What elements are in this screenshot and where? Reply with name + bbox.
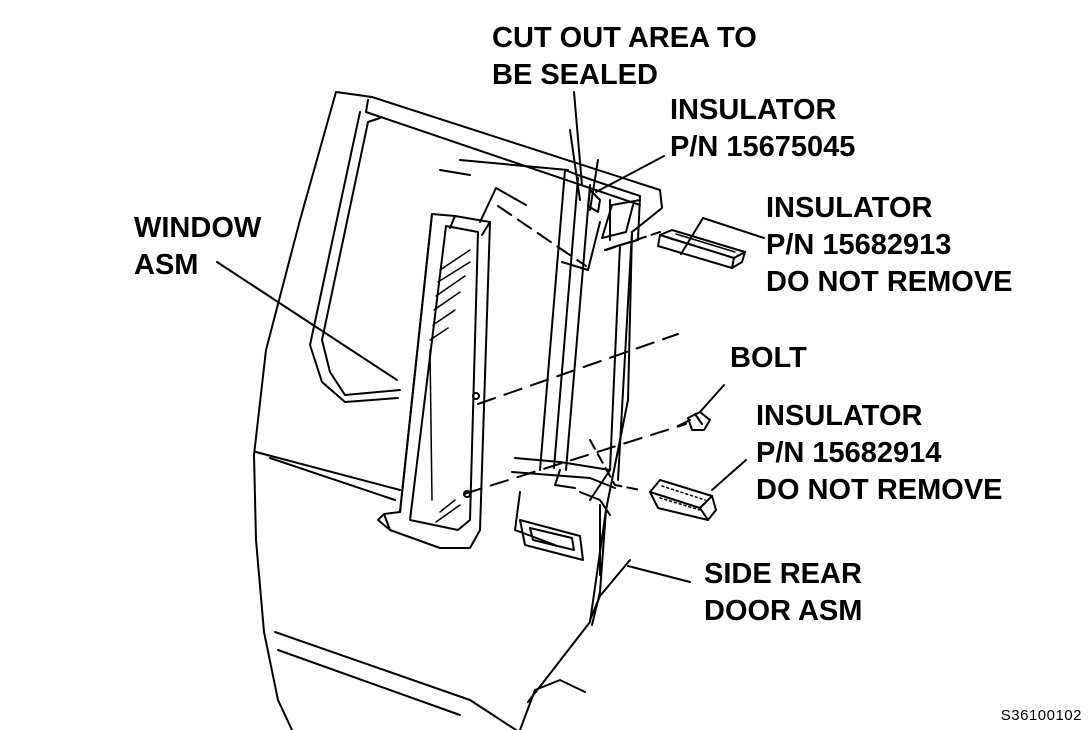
label-bolt-line1: BOLT <box>730 342 807 374</box>
door-panel <box>253 91 663 730</box>
label-insulator-upper-right: INSULATOR P/N 15682913 DO NOT REMOVE <box>766 190 1013 301</box>
insulator-upper-part <box>657 229 746 269</box>
label-insulator-top-line1: INSULATOR <box>670 94 837 126</box>
window-assembly <box>377 213 491 549</box>
label-window-asm-line2: ASM <box>134 249 199 281</box>
leader-lines <box>216 91 765 583</box>
insulator-lower-part <box>649 479 717 521</box>
label-window-asm-line1: WINDOW <box>134 212 262 244</box>
label-cut-out-area: CUT OUT AREA TO BE SEALED <box>492 20 757 94</box>
label-insulator-lower-right-line3: DO NOT REMOVE <box>756 474 1003 506</box>
label-side-rear-door-line1: SIDE REAR <box>704 558 862 590</box>
label-bolt: BOLT <box>730 340 807 377</box>
door-inner-channel <box>439 129 641 576</box>
installation-lines <box>463 205 687 495</box>
label-side-rear-door-asm: SIDE REAR DOOR ASM <box>704 556 862 630</box>
label-insulator-upper-right-line1: INSULATOR <box>766 192 933 224</box>
label-insulator-top-line2: P/N 15675045 <box>670 131 856 163</box>
label-insulator-lower-right: INSULATOR P/N 15682914 DO NOT REMOVE <box>756 398 1003 509</box>
label-insulator-top: INSULATOR P/N 15675045 <box>670 92 855 166</box>
label-window-asm: WINDOW ASM <box>134 210 261 284</box>
label-side-rear-door-line2: DOOR ASM <box>704 595 863 627</box>
label-cut-out-line2: BE SEALED <box>492 59 658 91</box>
bolt-part <box>677 411 711 431</box>
label-cut-out-line1: CUT OUT AREA TO <box>492 22 757 54</box>
label-insulator-upper-right-line2: P/N 15682913 <box>766 229 952 261</box>
label-insulator-lower-right-line2: P/N 15682914 <box>756 437 942 469</box>
label-insulator-upper-right-line3: DO NOT REMOVE <box>766 266 1013 298</box>
label-insulator-lower-right-line1: INSULATOR <box>756 400 923 432</box>
figure-id: S36100102 <box>1000 707 1082 724</box>
